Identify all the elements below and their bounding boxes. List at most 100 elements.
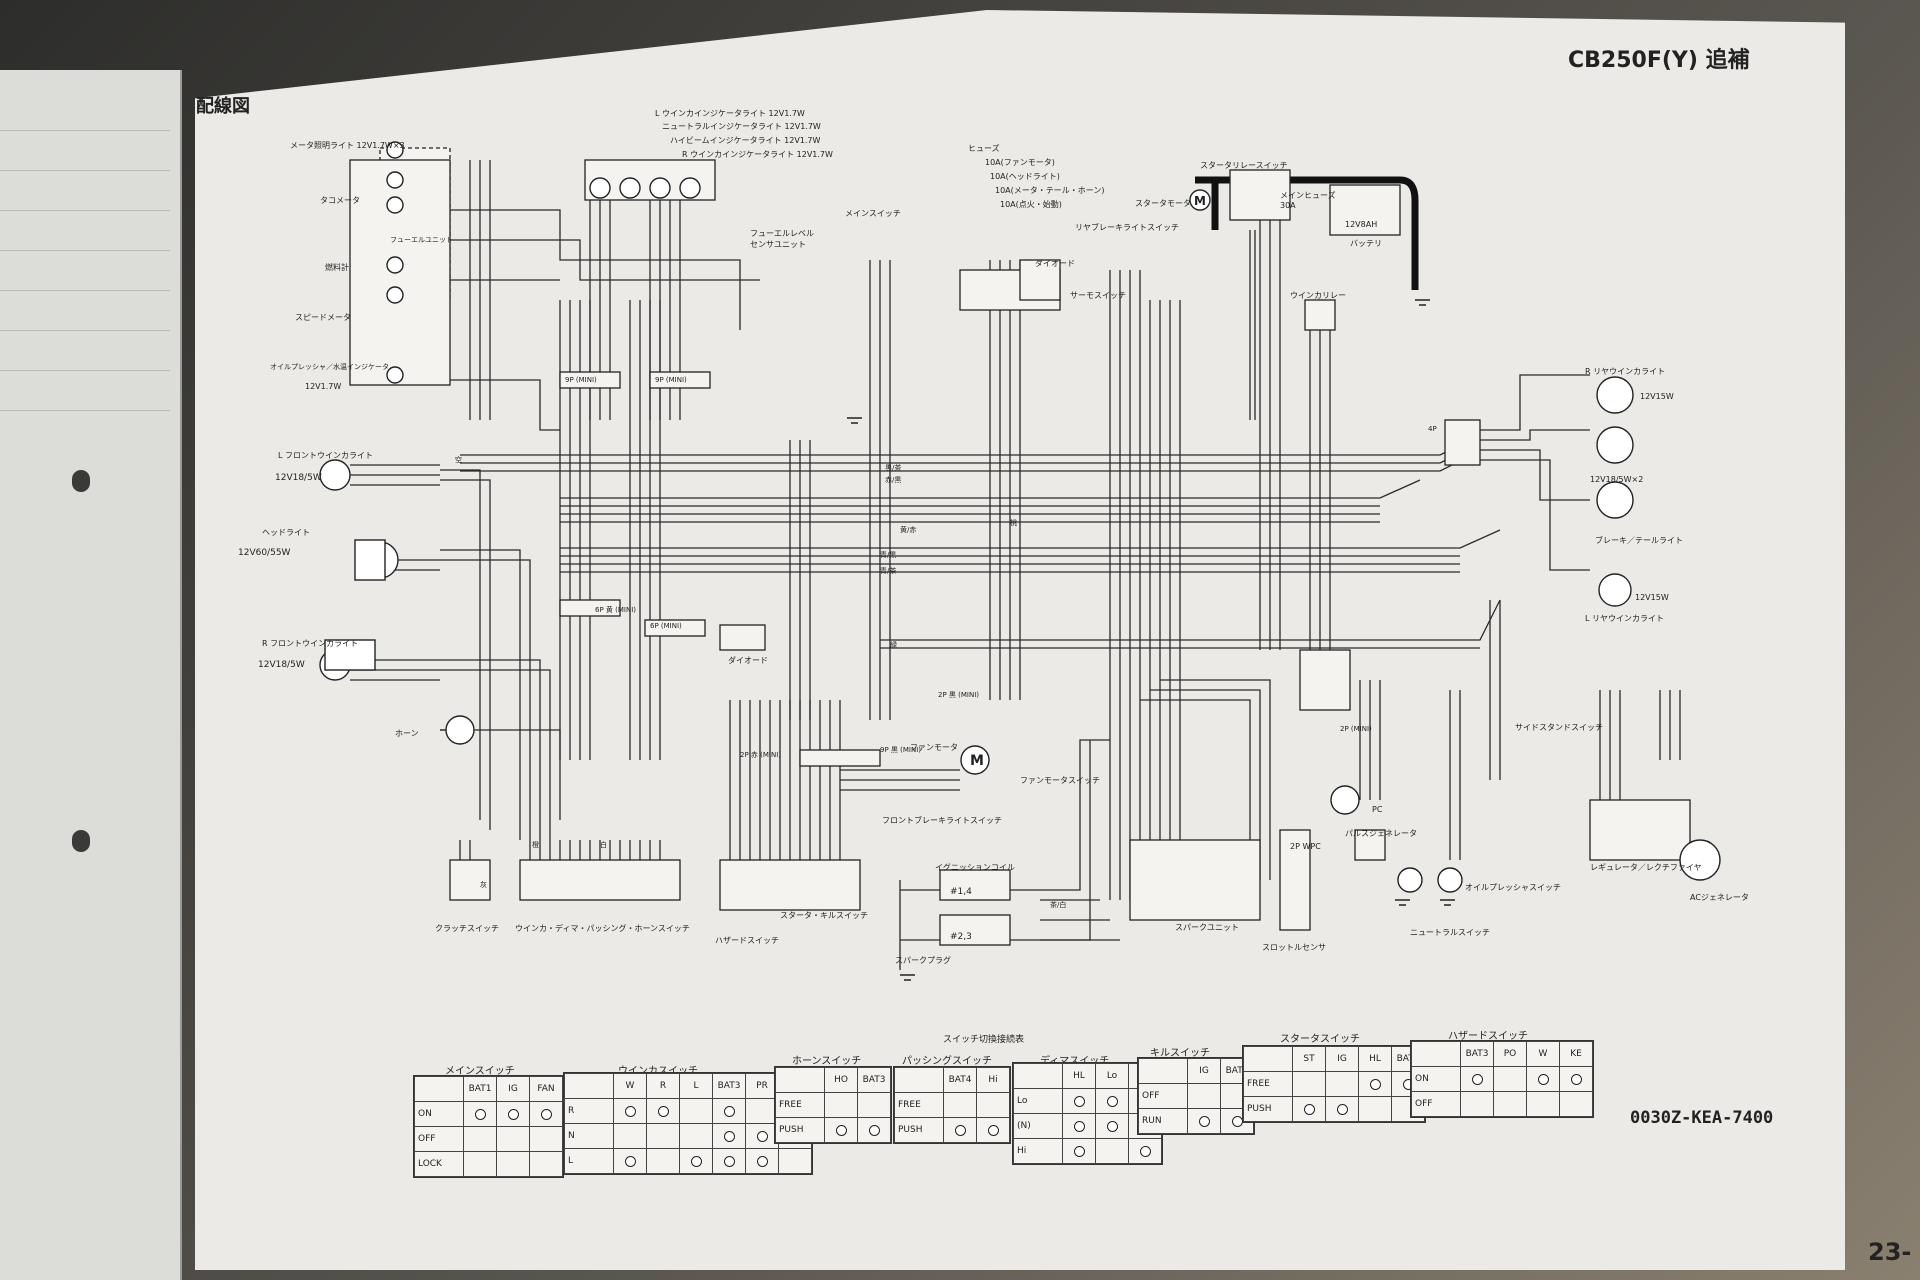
connector-6p-a: 6P 黄 (MINI): [595, 606, 636, 614]
svg-text:M: M: [1194, 194, 1206, 208]
l-rear-winker-rating: 12V15W: [1635, 593, 1669, 602]
wire-color-label: 赤/黒: [885, 476, 902, 484]
l-winker-indicator-label: L ウインカインジケータライト 12V1.7W: [655, 109, 805, 118]
battery-label: バッテリ: [1350, 239, 1382, 248]
dimmer-switch-table-title: ディマスイッチ: [1040, 1052, 1109, 1067]
page-number: 23-: [1868, 1238, 1912, 1266]
spark-plug-label: スパークプラグ: [895, 956, 951, 965]
coil-23-label: #2,3: [950, 932, 972, 942]
brake-tail-label: ブレーキ／テールライト: [1595, 536, 1683, 545]
oil-pressure-rating: 12V1.7W: [305, 382, 342, 391]
wire-color-label: 黄/赤: [900, 526, 917, 534]
headlight-label: ヘッドライト: [262, 528, 310, 537]
wire-color-label: 黒/茶: [885, 464, 902, 472]
r-winker-indicator-label: R ウインカインジケータライト 12V1.7W: [682, 150, 833, 159]
pulse-generator-label: パルスジェネレータ: [1345, 829, 1417, 838]
fuel-level-unit-label: フューエルレベルセンサユニット: [750, 229, 814, 249]
main-fuse-label: メインヒューズ 30A: [1280, 191, 1336, 210]
l-front-winker-label: L フロントウインカライト: [278, 451, 373, 460]
battery-rating: 12V8AH: [1345, 220, 1378, 229]
meter-light-label: メータ照明ライト 12V1.7W×3: [290, 141, 405, 150]
r-front-winker-rating: 12V18/5W: [258, 660, 305, 670]
fuel-gauge-label: 燃料計: [325, 263, 349, 272]
connector-9p-black: 9P 黒 (MINI): [880, 746, 921, 754]
connector-2p-pc: 2P (MINI): [1340, 725, 1372, 733]
wire-color-label: 青/黒: [880, 551, 897, 559]
spark-unit-label: スパークユニット: [1175, 923, 1239, 932]
passing-switch-table-title: パッシングスイッチ: [902, 1056, 992, 1067]
hazard-switch-table-title: ハザードスイッチ: [1448, 1031, 1528, 1042]
r-rear-winker-rating: 12V15W: [1640, 392, 1674, 401]
wpc-label: 2P WPC: [1290, 842, 1321, 851]
connector-2p-fan: 2P 黒 (MINI): [938, 691, 979, 699]
binder-hole: [72, 830, 90, 852]
wire-color-label: 青/茶: [880, 567, 897, 575]
horn-switch-table-title: ホーンスイッチ: [792, 1056, 862, 1067]
connector-9p-b: 9P (MINI): [655, 376, 687, 384]
front-brake-switch-label: フロントブレーキライトスイッチ: [882, 816, 1002, 825]
wire-color-label: 空: [455, 456, 462, 464]
winker-dimmer-switch-label: ウインカ・ディマ・パッシング・ホーンスイッチ: [515, 924, 690, 933]
switch-tables-heading: スイッチ切換接続表: [943, 1035, 1025, 1045]
fuel-unit-label: フューエルユニット: [390, 236, 453, 244]
starter-switch-table-title: スタータスイッチ: [1280, 1034, 1360, 1045]
hazard-switch-label: ハザードスイッチ: [715, 936, 779, 945]
l-front-winker-rating: 12V18/5W: [275, 473, 322, 483]
connector-4p: 4P: [1428, 425, 1437, 433]
rear-brake-switch-label: リヤブレーキライトスイッチ: [1075, 223, 1179, 232]
side-stand-switch-label: サイドスタンドスイッチ: [1515, 723, 1603, 732]
oil-pressure-switch-label: オイルプレッシャスイッチ: [1465, 883, 1561, 892]
part-number: 0030Z-KEA-7400: [1630, 1108, 1774, 1128]
starter-motor-label: スタータモータ: [1135, 199, 1191, 208]
ignition-coil-label: イグニッションコイル: [935, 863, 1015, 872]
speedometer-label: スピードメータ: [295, 313, 351, 322]
wire-color-label: 橙: [532, 841, 539, 849]
horn-label: ホーン: [395, 729, 419, 738]
regulator-label: レギュレータ／レクチファイヤ: [1590, 863, 1702, 872]
ac-generator-label: ACジェネレータ: [1690, 893, 1749, 902]
fuse-head-label: 10A(ヘッドライト): [990, 172, 1060, 181]
neutral-indicator-label: ニュートラルインジケータライト 12V1.7W: [662, 122, 821, 131]
winker-switch-table-title: ウインカスイッチ: [618, 1062, 698, 1077]
connector-9p-a: 9P (MINI): [565, 376, 597, 384]
wire-color-label: 茶/白: [1050, 901, 1067, 909]
l-rear-winker-label: L リヤウインカライト: [1585, 614, 1664, 623]
oil-pressure-label: オイルプレッシャ／水温インジケータ: [270, 363, 389, 371]
fuse-label: ヒューズ: [968, 144, 1000, 153]
r-front-winker-label: R フロントウインカライト: [262, 639, 359, 648]
winker-relay-label: ウインカリレー: [1290, 291, 1346, 300]
fuse-meter-label: 10A(メータ・テール・ホーン): [995, 186, 1105, 195]
main-switch-label: メインスイッチ: [845, 209, 901, 218]
wire-color-label: 緑: [890, 641, 897, 649]
wire-color-label: 桃: [1010, 519, 1017, 527]
neutral-switch-label: ニュートラルスイッチ: [1410, 928, 1490, 937]
connector-6p-b: 6P (MINI): [650, 622, 682, 630]
fan-motor-label: ファンモータ: [910, 743, 958, 752]
fuse-fan-label: 10A(ファンモータ): [985, 158, 1055, 167]
fan-motor-switch-label: ファンモータスイッチ: [1020, 776, 1100, 785]
starter-relay-label: スタータリレースイッチ: [1200, 161, 1288, 170]
clutch-switch-label: クラッチスイッチ: [435, 924, 499, 933]
wire-color-label: 白: [600, 841, 607, 849]
diode-mid-label: ダイオード: [728, 656, 768, 665]
diode-top-label: ダイオード: [1035, 259, 1075, 268]
section-title: 配線図: [196, 96, 250, 117]
wire-color-label: 灰: [480, 881, 487, 889]
binder-hole: [72, 470, 90, 492]
throttle-sensor-label: スロットルセンサ: [1262, 943, 1326, 952]
kill-switch-table-title: キルスイッチ: [1150, 1048, 1210, 1059]
connector-2p-red: 2P 赤 (MINI): [740, 751, 781, 759]
thermo-switch-label: サーモスイッチ: [1070, 291, 1126, 300]
tachometer-label: タコメータ: [320, 196, 360, 205]
starter-kill-switch-label: スタータ・キルスイッチ: [780, 911, 868, 920]
hibeam-indicator-label: ハイビームインジケータライト 12V1.7W: [670, 136, 821, 145]
r-rear-winker-label: R リヤウインカライト: [1585, 367, 1666, 376]
pc-label: PC: [1372, 805, 1383, 814]
